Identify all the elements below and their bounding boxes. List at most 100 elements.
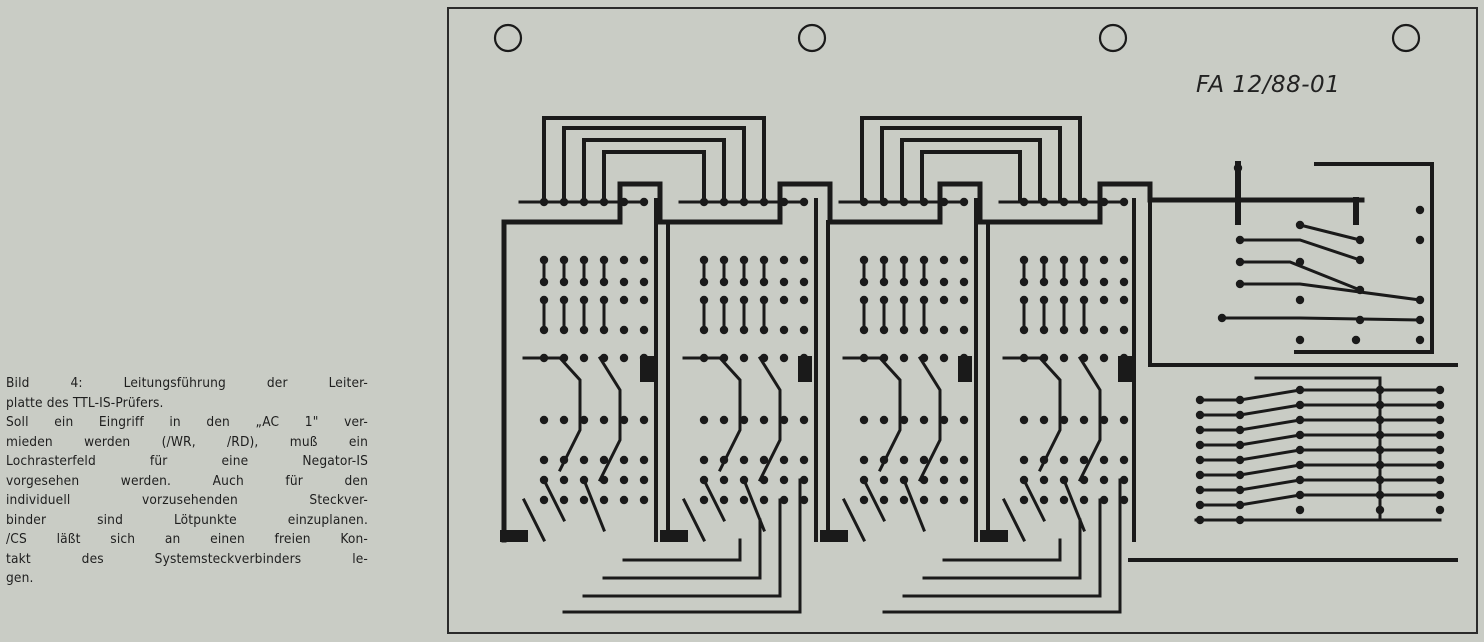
solder-pad — [959, 197, 969, 207]
caption-line: Bild 4: Leitungsführung der Leiter- — [6, 375, 368, 391]
solder-pad — [1195, 500, 1205, 510]
solder-pad — [939, 295, 949, 305]
solder-pad — [699, 255, 709, 265]
solder-pad — [1019, 415, 1029, 425]
solder-pad — [699, 325, 709, 335]
solder-pad — [579, 197, 589, 207]
solder-pad — [1099, 255, 1109, 265]
solder-pad — [639, 495, 649, 505]
solder-pad — [779, 325, 789, 335]
solder-pad — [1295, 415, 1305, 425]
solder-pad — [879, 455, 889, 465]
solder-pad — [599, 455, 609, 465]
solder-pad — [1235, 257, 1245, 267]
solder-pad — [779, 455, 789, 465]
solder-pad — [1295, 505, 1305, 515]
solder-pad — [919, 255, 929, 265]
solder-pad — [719, 255, 729, 265]
solder-pad — [599, 325, 609, 335]
solder-pad — [559, 255, 569, 265]
solder-pad — [1099, 415, 1109, 425]
solder-pad — [619, 415, 629, 425]
solder-pad — [739, 277, 749, 287]
solder-pad — [959, 455, 969, 465]
solder-pad — [719, 325, 729, 335]
solder-pad — [719, 277, 729, 287]
solder-pad — [919, 295, 929, 305]
solder-pad — [559, 415, 569, 425]
solder-pad — [799, 295, 809, 305]
solder-pad — [1119, 255, 1129, 265]
solder-pad — [539, 277, 549, 287]
solder-pad — [619, 295, 629, 305]
solder-pad — [1195, 470, 1205, 480]
solder-pad — [1059, 277, 1069, 287]
solder-pad — [639, 475, 649, 485]
solder-pad — [859, 197, 869, 207]
solder-pad — [1079, 415, 1089, 425]
solder-pad — [899, 475, 909, 485]
solder-pad — [1235, 515, 1245, 525]
solder-pad — [1039, 415, 1049, 425]
solder-pad — [1019, 277, 1029, 287]
solder-pad — [1195, 410, 1205, 420]
solder-pad — [939, 353, 949, 363]
solder-pad — [759, 353, 769, 363]
solder-pad — [559, 197, 569, 207]
solder-pad — [739, 455, 749, 465]
solder-pad — [719, 495, 729, 505]
solder-pad — [1195, 440, 1205, 450]
solder-pad — [859, 325, 869, 335]
solder-pad — [939, 197, 949, 207]
solder-pad — [779, 255, 789, 265]
solder-pad — [539, 255, 549, 265]
mounting-hole — [1391, 23, 1421, 53]
solder-pad — [1295, 445, 1305, 455]
solder-pad — [1019, 255, 1029, 265]
solder-pad — [1119, 475, 1129, 485]
caption-line: binder sind Lötpunkte einzuplanen. — [6, 511, 368, 528]
solder-pad — [719, 295, 729, 305]
solder-pad — [799, 475, 809, 485]
solder-pad — [1435, 445, 1445, 455]
solder-pad — [859, 475, 869, 485]
solder-pad — [1119, 325, 1129, 335]
solder-pad — [1355, 235, 1365, 245]
solder-pad — [699, 495, 709, 505]
solder-pad — [799, 495, 809, 505]
solder-pad — [919, 455, 929, 465]
solder-pad — [919, 495, 929, 505]
solder-pad — [719, 455, 729, 465]
solder-pad — [699, 277, 709, 287]
solder-pad — [1079, 255, 1089, 265]
solder-pad — [1039, 455, 1049, 465]
solder-pad — [579, 495, 589, 505]
solder-pad — [759, 295, 769, 305]
solder-pad — [699, 475, 709, 485]
solder-pad — [1059, 197, 1069, 207]
solder-pad — [1235, 395, 1245, 405]
solder-pad — [899, 495, 909, 505]
solder-pad — [859, 295, 869, 305]
solder-pad — [559, 353, 569, 363]
pcb-board-outline — [447, 7, 1478, 634]
solder-pad — [1119, 455, 1129, 465]
solder-pad — [1079, 495, 1089, 505]
solder-pad — [1099, 197, 1109, 207]
solder-pad — [959, 295, 969, 305]
solder-pad — [579, 277, 589, 287]
solder-pad — [1019, 353, 1029, 363]
solder-pad — [1099, 325, 1109, 335]
solder-pad — [959, 325, 969, 335]
solder-pad — [1099, 295, 1109, 305]
caption-line: gen. — [6, 570, 34, 586]
solder-pad — [1059, 495, 1069, 505]
solder-pad — [539, 325, 549, 335]
solder-pad — [1415, 235, 1425, 245]
solder-pad — [1195, 515, 1205, 525]
solder-pad — [1295, 220, 1305, 230]
solder-pad — [619, 197, 629, 207]
solder-pad — [619, 455, 629, 465]
solder-pad — [1019, 495, 1029, 505]
solder-pad — [559, 475, 569, 485]
